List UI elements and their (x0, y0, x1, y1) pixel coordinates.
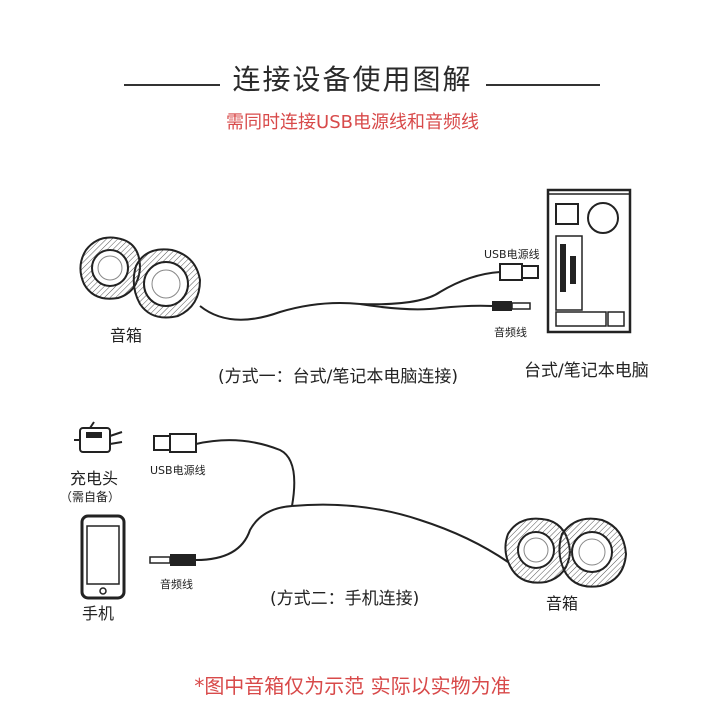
page-title: 连接设备使用图解 (232, 63, 473, 96)
audio-plug-1 (492, 301, 531, 311)
usb-cable-label-1: USB电源线 (484, 248, 540, 261)
speaker-label-2: 音箱 (546, 594, 579, 613)
speaker-label-1: 音箱 (110, 326, 143, 345)
audio-cable-1 (359, 303, 493, 311)
charger-note: （需自备） (60, 490, 121, 504)
charger-label: 充电头 (70, 469, 119, 488)
footer-note: *图中音箱仅为示范 实际以实物为准 (194, 674, 511, 698)
audio-cable-label-2: 音频线 (160, 578, 193, 591)
phone-label: 手机 (82, 604, 115, 623)
method2-caption: (方式二：手机连接) (270, 589, 420, 609)
charger-icon (74, 421, 123, 453)
title-rule-right (486, 84, 600, 86)
audio-cable-label-1: 音频线 (494, 326, 527, 339)
usb-plug-2 (153, 433, 197, 453)
speaker-pair-2 (504, 517, 628, 588)
speaker-cable-2 (291, 503, 509, 563)
audio-plug-2 (149, 554, 196, 566)
speaker-pair-1 (79, 236, 202, 319)
audio-cable-2 (195, 505, 293, 561)
computer-label: 台式/笔记本电脑 (524, 361, 649, 381)
computer-tower (546, 188, 632, 334)
usb-cable-label-2: USB电源线 (150, 464, 206, 477)
usb-cable-1 (199, 271, 501, 321)
usb-plug-1 (499, 263, 539, 281)
usb-cable-2 (195, 439, 296, 507)
phone-icon (80, 514, 126, 600)
title-rule-left (124, 84, 220, 86)
page-subtitle: 需同时连接USB电源线和音频线 (226, 112, 479, 133)
method1-caption: (方式一：台式/笔记本电脑连接) (218, 367, 458, 387)
